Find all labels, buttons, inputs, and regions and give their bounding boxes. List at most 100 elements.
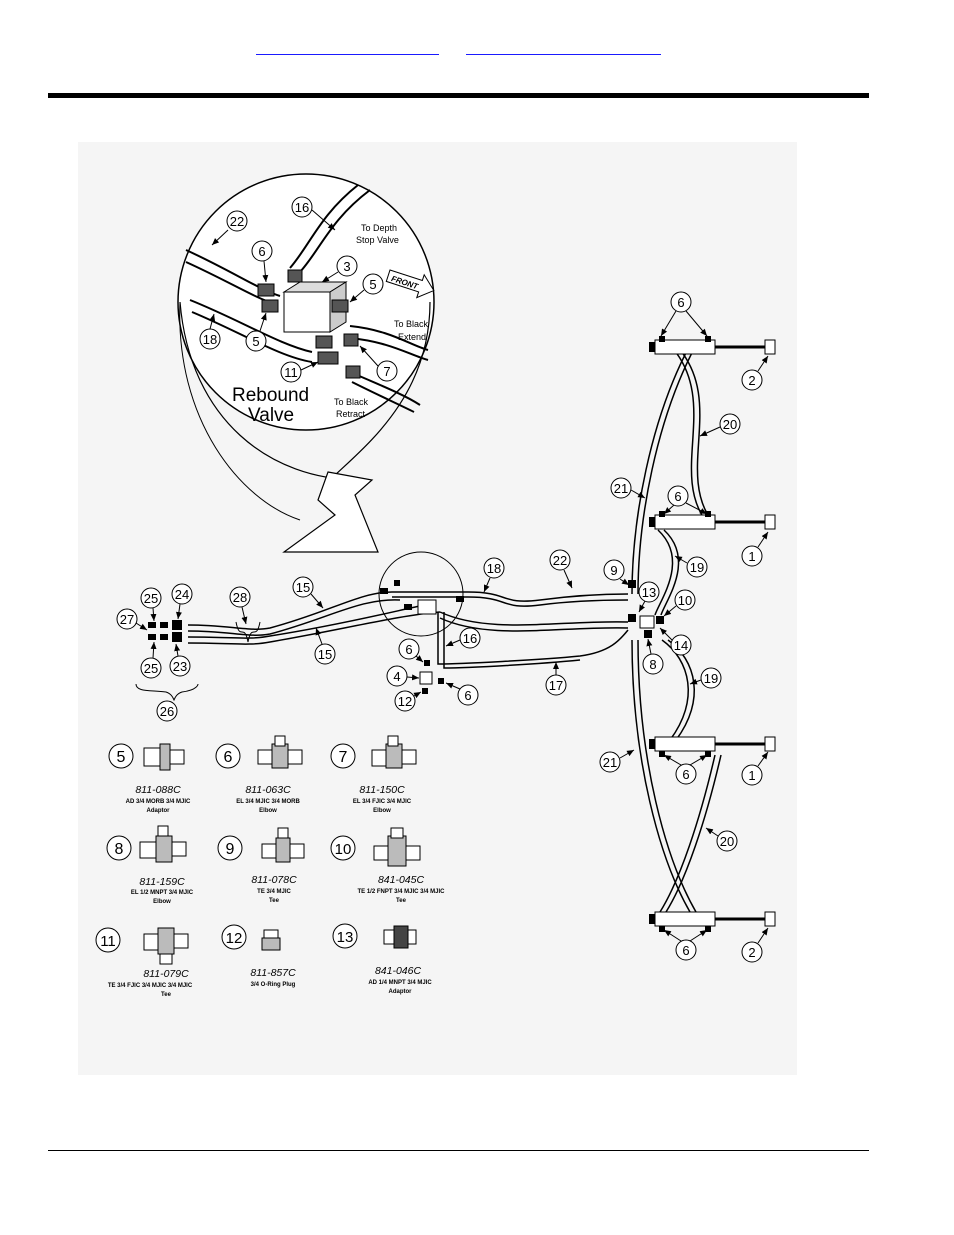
svg-text:19: 19 [690,560,704,575]
callout-27: 27 [116,608,148,631]
svg-text:5: 5 [117,749,126,766]
callout-24: 24 [171,583,193,620]
callout-15-a: 15 [292,576,324,609]
svg-text:16: 16 [463,631,477,646]
callout-20-a: 20 [699,413,741,437]
svg-text:Elbow: Elbow [153,899,171,905]
callout-17: 17 [545,662,567,696]
svg-text:Tee: Tee [396,898,407,904]
svg-text:TE 3/4 FJIC 3/4 MJIC 3/4 MJIC: TE 3/4 FJIC 3/4 MJIC 3/4 MJIC [108,983,193,989]
svg-text:15: 15 [296,580,310,595]
hose-layout [135,344,722,913]
svg-text:7: 7 [339,749,348,766]
callout-6-d: 6 [445,682,479,706]
cylinders [649,336,776,932]
inset-detail: FRONT To Depth Stop Valve To Black Exten… [177,173,435,553]
callout-1-b: 1 [741,751,769,786]
svg-text:Adaptor: Adaptor [147,808,171,814]
callout-20-b: 20 [705,827,738,852]
svg-text:12: 12 [226,930,243,947]
svg-text:5: 5 [369,277,376,292]
svg-text:841-045C: 841-045C [378,874,425,886]
callout-22-main: 22 [549,549,573,589]
callout-9: 9 [603,559,630,586]
part-6: 6 811-063C EL 3/4 MJIC 3/4 MORB Elbow [215,735,303,814]
svg-text:27: 27 [120,612,134,627]
svg-text:2: 2 [748,945,755,960]
svg-text:12: 12 [398,694,412,709]
callout-6-f: 6 [663,929,708,961]
svg-text:18: 18 [487,561,501,576]
header-link-1[interactable] [256,44,439,55]
svg-text:3: 3 [343,259,350,274]
callout-21-a: 21 [610,477,646,499]
note-depth-stop-2: Stop Valve [356,235,399,245]
svg-text:EL 3/4 MJIC 3/4 MORB: EL 3/4 MJIC 3/4 MORB [236,799,300,805]
callout-6-inset: 6 [251,240,273,283]
svg-text:Adaptor: Adaptor [389,989,413,995]
note-black-retract-2: Retract [336,409,366,419]
svg-text:841-046C: 841-046C [375,965,422,977]
svg-text:28: 28 [233,590,247,605]
svg-text:15: 15 [318,647,332,662]
svg-text:9: 9 [226,841,235,858]
inset-title-1: Rebound [232,385,309,406]
callout-28: 28 [229,586,251,625]
svg-text:AD 1/4 MNPT 3/4 MJIC: AD 1/4 MNPT 3/4 MJIC [368,980,432,986]
svg-text:25: 25 [144,591,158,606]
inset-callouts: 16 22 6 3 5 18 5 11 7 [199,196,398,383]
svg-text:2: 2 [748,373,755,388]
svg-text:22: 22 [230,214,244,229]
note-black-extend-2: Extend [398,332,426,342]
svg-text:24: 24 [175,587,189,602]
svg-text:8: 8 [649,657,656,672]
svg-text:811-063C: 811-063C [245,784,291,796]
callout-15-b: 15 [314,627,336,665]
callout-3-inset: 3 [321,255,358,283]
svg-text:6: 6 [682,767,689,782]
callout-6-c: 6 [398,638,424,663]
svg-text:811-159C: 811-159C [139,876,185,888]
svg-text:6: 6 [258,244,265,259]
callout-19-a: 19 [674,555,708,578]
callout-4: 4 [386,665,420,687]
valve-fittings [380,580,464,694]
callout-13: 13 [638,581,660,613]
callout-5-inset-b: 5 [245,312,267,352]
callout-6-e: 6 [663,754,708,785]
left-fittings [148,620,182,642]
svg-text:16: 16 [295,200,309,215]
footer-rule [48,1150,869,1151]
callout-18-inset: 18 [199,313,221,350]
main-callouts: 6 2 20 21 6 1 19 9 22 18 15 28 25 24 27 … [116,291,769,963]
svg-text:811-078C: 811-078C [251,874,297,886]
svg-text:EL 3/4 FJIC 3/4 MJIC: EL 3/4 FJIC 3/4 MJIC [353,799,412,805]
svg-text:6: 6 [682,943,689,958]
svg-text:6: 6 [224,749,233,766]
svg-text:TE 3/4 MJIC: TE 3/4 MJIC [257,889,291,895]
svg-text:Elbow: Elbow [259,808,277,814]
callout-16-main: 16 [445,627,481,649]
right-manifold [628,580,664,638]
svg-text:6: 6 [405,642,412,657]
callout-5-inset-a: 5 [349,273,384,303]
svg-text:13: 13 [642,585,656,600]
callout-16-inset: 16 [291,196,336,231]
callout-14: 14 [659,627,692,656]
callout-10: 10 [663,589,696,617]
svg-text:811-857C: 811-857C [250,967,296,979]
svg-text:10: 10 [335,841,352,858]
svg-text:10: 10 [678,593,692,608]
header-link-2[interactable] [466,44,661,55]
callout-21-b: 21 [599,749,635,773]
callout-25-b: 25 [140,641,162,679]
svg-text:21: 21 [614,481,628,496]
svg-text:AD 3/4 MORB 3/4 MJIC: AD 3/4 MORB 3/4 MJIC [126,799,191,805]
